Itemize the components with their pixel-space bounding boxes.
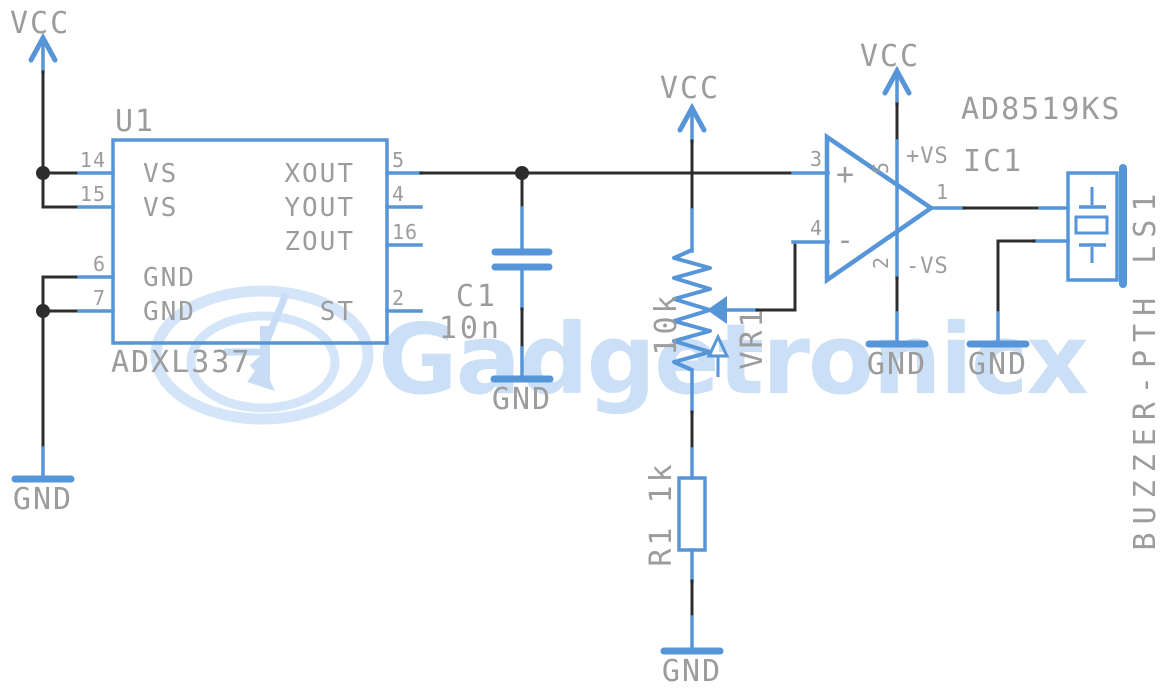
vcc-arrow-icon: [677, 102, 707, 143]
vcc-label: VCC: [660, 71, 720, 106]
u1-pin-name: ZOUT: [284, 227, 355, 257]
gnd-label: GND: [492, 382, 552, 417]
u1-pin-name: GND: [143, 263, 196, 293]
u1-pin-number: 6: [93, 252, 106, 276]
gnd-symbol-u1: GND: [11, 475, 75, 517]
u1-pin-name: ST: [320, 297, 355, 327]
ic1-ref-label: IC1: [963, 144, 1023, 179]
u1-adxl337-symbol: U1 ADXL337 14 15 6 7 5 4 16 2 VS VS GND …: [77, 104, 423, 380]
gnd-symbol-r1: GND: [660, 647, 724, 689]
vcc-arrow-icon: [28, 32, 58, 74]
opamp-pin-number: 1: [936, 180, 949, 204]
vr1-potentiometer-symbol: 10k VR1: [649, 242, 797, 480]
logo-arrow-icon: [247, 362, 275, 391]
opamp-plus-sign: +: [836, 157, 854, 192]
opamp-vplus-label: +VS: [906, 144, 949, 169]
u1-pin-number: 4: [392, 182, 405, 206]
gnd-symbol-c1: GND: [490, 375, 554, 417]
vcc-flag-opamp: VCC: [860, 39, 920, 143]
ic1-part-label: AD8519KS: [961, 92, 1122, 127]
opamp-pin-number: 3: [810, 147, 823, 171]
watermark: Gadgetronicx: [150, 285, 1090, 425]
xout-signal-wire: [419, 166, 795, 180]
gnd-label: GND: [968, 347, 1028, 382]
gnd-symbol-opamp: GND: [865, 340, 929, 382]
u1-pin-name: GND: [143, 297, 196, 327]
u1-pin-number: 5: [392, 148, 405, 172]
opamp-minus-sign: -: [836, 223, 854, 258]
vr1-ref-label: VR1: [735, 306, 770, 369]
u1-pin-number: 2: [392, 286, 405, 310]
u1-pin-number: 16: [392, 220, 418, 244]
vr1-wiper-icon: [707, 296, 727, 324]
gadgetronicx-logo-icon: [150, 285, 374, 425]
buzzer-label: BUZZER-PTH LS1: [1128, 186, 1163, 551]
opamp-pin-number: 4: [810, 216, 823, 240]
r1-label: R1 1k: [644, 461, 679, 566]
u1-pin-number: 7: [93, 286, 106, 310]
gnd-label: GND: [867, 347, 927, 382]
u1-pin-name: VS: [143, 193, 178, 223]
gnd-label: GND: [13, 482, 73, 517]
ic1-opamp-symbol: 3 4 1 5 2 + - +VS -VS IC1 AD8519KS: [791, 92, 1122, 344]
r1-resistor-symbol: R1 1k: [644, 461, 707, 651]
vr1-value-label: 10k: [649, 292, 684, 355]
c1-value-label: 10n: [439, 311, 502, 346]
c1-capacitor-symbol: C1 10n: [439, 171, 553, 379]
buzzer-body-bar-icon: [1119, 164, 1127, 288]
vcc-label: VCC: [860, 39, 920, 74]
watermark-text: Gadgetronicx: [378, 303, 1088, 416]
u1-pin-number: 14: [80, 148, 106, 172]
u1-pin-name: YOUT: [284, 193, 355, 223]
vcc-label: VCC: [10, 6, 70, 41]
ls1-buzzer-symbol: BUZZER-PTH LS1: [1066, 164, 1163, 551]
u1-pin-name: XOUT: [284, 159, 355, 189]
vcc-flag-vr1: VCC: [660, 71, 720, 253]
u1-left-wiring: [36, 166, 81, 479]
opamp-pin-number: 5: [869, 161, 893, 174]
u1-pin-number: 15: [80, 182, 106, 206]
output-wire: [962, 206, 1070, 344]
opamp-pin-number: 2: [869, 256, 893, 269]
vr1-adjust-arrow-icon: [706, 333, 730, 377]
gnd-symbol-buzzer: GND: [966, 340, 1030, 382]
u1-ref-label: U1: [115, 104, 155, 139]
piezo-element-icon: [1074, 187, 1109, 263]
vcc-arrow-icon: [882, 65, 912, 106]
u1-pin-name: VS: [143, 159, 178, 189]
c1-ref-label: C1: [456, 279, 498, 314]
gnd-label: GND: [662, 654, 722, 689]
u1-part-label: ADXL337: [111, 345, 251, 380]
opamp-vminus-label: -VS: [906, 254, 949, 279]
junction-dot: [36, 166, 50, 180]
vcc-flag-u1: VCC: [10, 6, 70, 175]
